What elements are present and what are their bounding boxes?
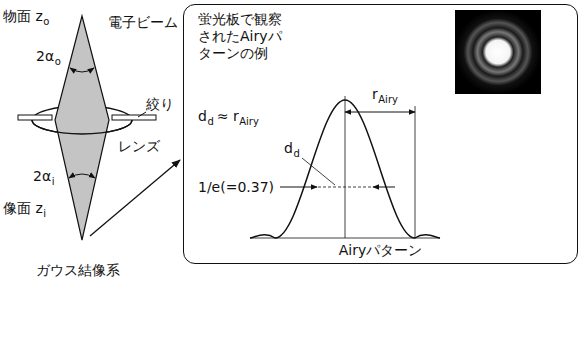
subscript: i — [52, 176, 55, 187]
system-label: ガウス結像系 — [36, 262, 120, 278]
axis-caption: Airyパターン — [184, 242, 577, 259]
dimension-label: r — [372, 86, 378, 102]
level-label: 1/e(=0.37) — [198, 179, 274, 195]
formula-label: ≈ r — [217, 108, 239, 124]
plane-label: 像面 z — [3, 200, 43, 216]
panel-heading: 蛍光板で観察されたAiryパターンの例 — [198, 11, 292, 62]
formula-label: d — [198, 108, 207, 124]
subscript: Airy — [239, 116, 259, 127]
subscript: d — [207, 116, 213, 127]
lens-label: レンズ — [118, 138, 160, 154]
subscript: o — [55, 56, 61, 67]
subscript: d — [293, 148, 299, 159]
subscript: Airy — [378, 94, 398, 105]
plane-label: 物面 z — [3, 8, 43, 24]
figure-panel: 蛍光板で観察されたAiryパターンの例 Airyパターン — [183, 4, 578, 264]
aperture-label: 絞り — [146, 96, 174, 112]
dimension-label: d — [284, 140, 293, 156]
angle-label: 2α — [36, 48, 54, 64]
beam-label: 電子ビーム — [108, 14, 178, 30]
angle-label: 2α — [33, 168, 51, 184]
subscript: o — [43, 16, 49, 27]
subscript: i — [43, 208, 46, 219]
